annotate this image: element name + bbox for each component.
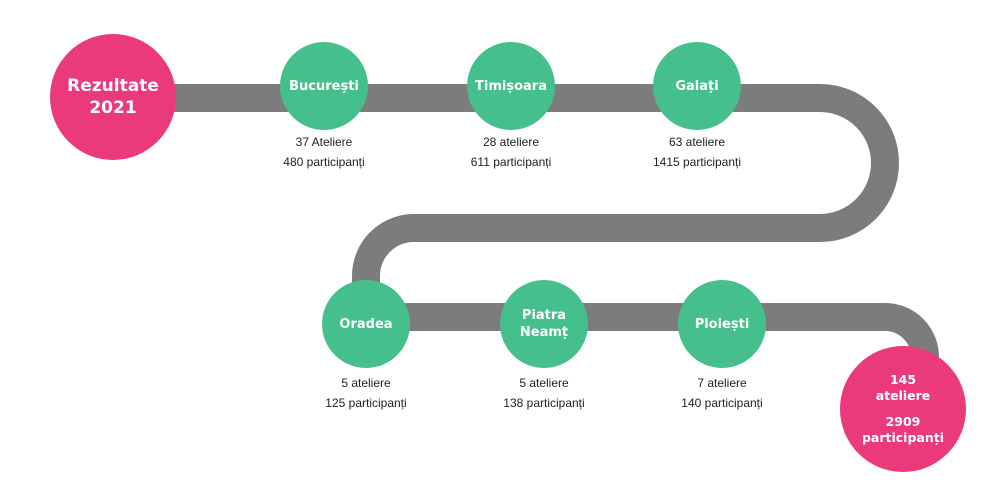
participants-count: 138 participanți bbox=[503, 396, 585, 410]
stats-galati: 63 ateliere 1415 participanți bbox=[617, 132, 777, 172]
participants-count: 140 participanți bbox=[681, 396, 763, 410]
results-2021-badge: Rezultate 2021 bbox=[50, 34, 176, 160]
stop-bucuresti: București bbox=[280, 42, 368, 130]
city-name: Galați bbox=[675, 78, 719, 94]
stop-galati: Galați bbox=[653, 42, 741, 130]
stats-bucuresti: 37 Ateliere 480 participanți bbox=[244, 132, 404, 172]
participants-count: 125 participanți bbox=[325, 396, 407, 410]
stats-ploiesti: 7 ateliere 140 participanți bbox=[642, 373, 802, 413]
city-name-line1: Piatra bbox=[521, 308, 567, 323]
totals-badge: 145 ateliere 2909 participanți bbox=[840, 346, 966, 472]
city-name: Oradea bbox=[339, 316, 393, 332]
stop-piatra-neamt: Piatra Neamț bbox=[500, 280, 588, 368]
stats-timisoara: 28 ateliere 611 participanți bbox=[431, 132, 591, 172]
workshops-count: 5 ateliere bbox=[519, 376, 569, 390]
city-name: Timișoara bbox=[475, 78, 547, 94]
city-name: București bbox=[289, 78, 359, 94]
total-participants-label: participanți bbox=[861, 430, 945, 445]
stop-timisoara: Timișoara bbox=[467, 42, 555, 130]
total-workshops-label: ateliere bbox=[875, 388, 931, 403]
stats-piatra-neamt: 5 ateliere 138 participanți bbox=[464, 373, 624, 413]
stats-oradea: 5 ateliere 125 participanți bbox=[286, 373, 446, 413]
workshops-count: 5 ateliere bbox=[341, 376, 391, 390]
participants-count: 611 participanți bbox=[470, 155, 552, 169]
stop-oradea: Oradea bbox=[322, 280, 410, 368]
participants-count: 1415 participanți bbox=[652, 155, 742, 169]
workshops-count: 63 ateliere bbox=[668, 135, 726, 149]
participants-count: 480 participanți bbox=[283, 155, 365, 169]
total-participants-number: 2909 bbox=[885, 414, 921, 429]
workshops-count: 37 Ateliere bbox=[295, 135, 353, 149]
results-year: 2021 bbox=[89, 98, 137, 118]
workshops-count: 7 ateliere bbox=[697, 376, 747, 390]
results-title: Rezultate bbox=[67, 76, 159, 96]
city-name-line2: Neamț bbox=[519, 325, 569, 340]
workshops-count: 28 ateliere bbox=[482, 135, 540, 149]
city-name: Ploiești bbox=[694, 316, 750, 332]
stop-ploiesti: Ploiești bbox=[678, 280, 766, 368]
total-workshops-number: 145 bbox=[889, 372, 917, 387]
